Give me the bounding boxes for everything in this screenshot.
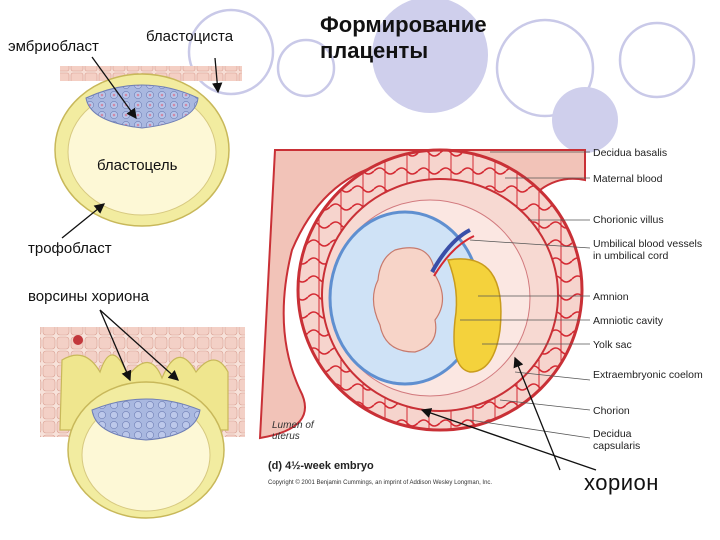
embryoblast-villi — [91, 398, 201, 441]
arrow-chorion-left — [420, 408, 597, 471]
decor-circle — [495, 18, 595, 118]
decor-circle — [618, 21, 696, 99]
label-blastocoel: бластоцель — [97, 157, 178, 174]
decor-circle — [276, 38, 336, 98]
decor-circle-filled — [372, 0, 488, 113]
page-title: Формирование плаценты — [320, 12, 487, 64]
title-line-1: Формирование — [320, 12, 487, 37]
label-chorionic-villi: ворсины хориона — [28, 288, 149, 305]
decor-circle-filled — [552, 87, 618, 153]
red-cell — [73, 335, 83, 345]
arrow-villi-right — [99, 309, 179, 381]
copyright: Copyright © 2001 Benjamin Cummings, an i… — [268, 480, 493, 486]
label-chorion: хорион — [584, 470, 659, 495]
title-line-2: плаценты — [320, 38, 429, 63]
leader-line — [469, 239, 591, 249]
label-maternal-blood: Maternal blood — [593, 173, 663, 185]
decor-circle — [187, 8, 275, 96]
umbilical-cord-artery — [433, 235, 475, 277]
label-umbilical-vessels: Umbilical blood vessels in umbilical cor… — [593, 238, 703, 262]
arrow-trophoblast — [61, 203, 106, 239]
leader-line — [469, 419, 591, 439]
uterine-epithelium — [60, 66, 242, 81]
label-decidua-basalis: Decidua basalis — [593, 147, 668, 159]
label-chorion-en: Chorion — [593, 405, 630, 417]
label-extraembryonic-coelom: Extraembryonic coelom — [593, 369, 703, 381]
label-amnion: Amnion — [593, 291, 629, 303]
label-embryoblast: эмбриобласт — [8, 38, 99, 55]
label-lumen-of-uterus: Lumen of uterus — [272, 420, 314, 442]
label-yolk-sac: Yolk sac — [593, 339, 632, 351]
label-blastocyst: бластоциста — [146, 28, 234, 45]
figure-caption: (d) 4½-week embryo — [268, 460, 374, 472]
label-trophoblast: трофобласт — [28, 240, 112, 257]
leader-line — [499, 399, 591, 411]
label-chorionic-villus: Chorionic villus — [593, 214, 664, 226]
arrow-embryoblast — [91, 56, 137, 120]
arrow-blastocyst — [212, 57, 223, 94]
label-amniotic-cavity: Amniotic cavity — [593, 315, 664, 327]
leader-line — [514, 371, 591, 381]
label-decidua-capsularis: Decidua capsularis — [593, 428, 641, 452]
arrow-chorion-right — [513, 356, 561, 471]
arrow-villi-left — [99, 309, 132, 382]
umbilical-cord — [430, 228, 471, 273]
embryoblast-mass — [85, 84, 199, 129]
